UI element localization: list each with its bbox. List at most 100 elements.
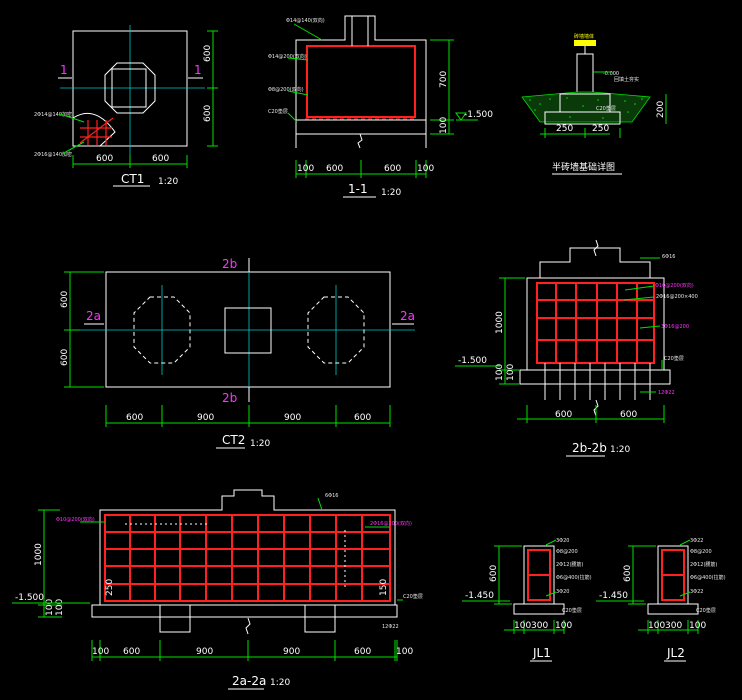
s2b-dim-v-base-2: 100: [506, 364, 516, 381]
ct2-outline: [105, 271, 391, 388]
jl2-dim-h-3: 100: [689, 621, 706, 631]
jl1-elevation: -1.450: [465, 591, 494, 601]
s2b-dim-h-2: 600: [620, 410, 637, 420]
jl1-note-2: Φ8@200: [556, 549, 578, 555]
ct1-dim-v-1: 600: [203, 45, 213, 62]
s11-cushion: [295, 119, 427, 135]
ct2-mark-a-right: 2a: [400, 309, 415, 323]
ct2-dim-h-2: 900: [197, 413, 214, 423]
s11-note-3: Φ8@200(双向): [268, 86, 304, 93]
s2b-outline: [526, 277, 665, 371]
section-2b-2b: 6Φ16 Φ10@200(双向) 2Φ16@200×400 3Φ16@200 C…: [455, 239, 698, 457]
s11-dim-h-1: 100: [297, 164, 314, 174]
ct2-dim-h-1: 600: [126, 413, 143, 423]
ct2-plan: 2b 2b 2a 2a 600 900 900 600 600 600 CT2 …: [60, 257, 415, 449]
jl1-cushion: [513, 603, 565, 615]
s2a-dim-h-3: 900: [196, 647, 213, 657]
ct1-column: [111, 68, 147, 108]
s2a-dim-v: 1000: [34, 543, 44, 566]
s2b-note-4: 3Φ16@200: [661, 324, 689, 330]
detail-note-2: -0.000: [603, 71, 619, 77]
s11-rebar-cage: [306, 45, 416, 118]
jl2-cushion: [647, 603, 699, 615]
ct2-dim-h-3: 900: [284, 413, 301, 423]
ct1-note-2: 2Φ16@140加密: [34, 151, 72, 158]
ct2-title: CT2: [222, 433, 245, 447]
ct1-dim-h-1: 600: [96, 154, 113, 164]
section-2a-2a: 6Φ16 Φ10@200(双向) 2Φ16@200(双向) C20垫层 12Φ2…: [12, 489, 423, 690]
section-1-1: Φ14@140(双向) Φ14@200(双向) Φ8@200(双向) C20垫层…: [268, 15, 493, 198]
detail-dim-1: 250: [556, 124, 573, 134]
jl1-title: JL1: [532, 646, 551, 660]
s11-dim-v-height: 700: [439, 71, 449, 88]
s2b-elevation: -1.500: [458, 356, 487, 366]
s2a-note-1: 6Φ16: [325, 493, 338, 499]
s2a-note-7: 150: [379, 579, 389, 596]
detail-wall: [576, 53, 594, 95]
s2b-note-3: 2Φ16@200×400: [656, 294, 698, 300]
s11-dim-h-2: 600: [326, 164, 343, 174]
s2b-note-2: Φ10@200(双向): [655, 282, 694, 289]
s2b-note-5: C20垫层: [664, 355, 684, 362]
detail-footing: [559, 93, 611, 113]
ct1-break-line: [72, 112, 116, 147]
jl1-note-6: C20垫层: [562, 607, 582, 614]
s2a-dim-h-5: 600: [354, 647, 371, 657]
ct1-pile-outline: [104, 62, 156, 114]
jl1-note-4: Φ6@400(拉筋): [556, 574, 592, 581]
detail-dim-3: 200: [656, 101, 666, 118]
s11-note-1: Φ14@140(双向): [286, 17, 325, 24]
jl1-dim-h-3: 100: [555, 621, 572, 631]
jl2-dim-h-1: 100: [648, 621, 665, 631]
s2b-rebar-grid: [537, 283, 654, 363]
jl2-dim-v: 600: [623, 565, 633, 582]
ct1-title: CT1: [121, 172, 144, 186]
jl1-note-1: 3Φ20: [556, 538, 569, 544]
jl2-note-2: Φ8@200: [690, 549, 712, 555]
ct1-dim-v-2: 600: [203, 105, 213, 122]
ct2-dim-v-1: 600: [60, 291, 70, 308]
s2a-note-4: C20垫层: [403, 593, 423, 600]
s2a-cushion: [91, 604, 398, 618]
ct2-mark-a-left: 2a: [86, 309, 101, 323]
s2b-pile-bars: [544, 363, 651, 400]
s2b-dim-v-base-1: 100: [495, 364, 505, 381]
s11-dim-h-4: 100: [417, 164, 434, 174]
detail-note-1: 砖墙墙体: [574, 33, 594, 40]
jl2-note-5: 3Φ22: [690, 589, 703, 595]
detail-top-marker: [574, 40, 596, 46]
s2a-note-3: 2Φ16@200(双向): [370, 520, 412, 527]
wall-footing-detail: 砖墙墙体 -0.000 C20垫层 回填土夯实 250 250 200 半砖墙基…: [521, 33, 667, 175]
detail-soil-hatch: [529, 97, 643, 119]
jl1-dim-v: 600: [489, 565, 499, 582]
jl1-dim-h-2: 300: [531, 621, 548, 631]
s2a-dim-h-1: 100: [92, 647, 109, 657]
jl2-title: JL2: [666, 646, 685, 660]
jl2-note-4: Φ6@400(拉筋): [690, 574, 726, 581]
s11-dim-v-base: 100: [439, 117, 449, 134]
detail-note-3: C20垫层: [596, 105, 616, 112]
s2a-dim-h-2: 600: [123, 647, 140, 657]
s2a-dim-v-base-2: 100: [55, 599, 65, 616]
detail-dim-2: 250: [592, 124, 609, 134]
beam-jl1: 3Φ20 Φ8@200 2Φ12(腰筋) Φ6@400(拉筋) 3Φ20 C20…: [462, 538, 592, 662]
ct1-dim-h-2: 600: [152, 154, 169, 164]
s2a-dim-h-4: 900: [283, 647, 300, 657]
s2a-note-5: 12Φ22: [382, 624, 399, 630]
s2b-dim-v: 1000: [495, 311, 505, 334]
jl2-dim-h-2: 300: [665, 621, 682, 631]
s2b-note-1: 6Φ16: [662, 254, 675, 260]
ct2-dim-v-2: 600: [60, 349, 70, 366]
ct2-mark-b-bottom: 2b: [222, 391, 237, 405]
s2b-scale: 1:20: [610, 445, 630, 455]
s11-elevation: -1.500: [464, 110, 493, 120]
s11-note-2: Φ14@200(双向): [268, 53, 307, 60]
s11-note-4: C20垫层: [268, 108, 288, 115]
s2a-elevation: -1.500: [15, 593, 44, 603]
s2a-title: 2a-2a: [232, 674, 266, 688]
ct2-scale: 1:20: [250, 439, 270, 449]
s2a-stirrups: [125, 523, 346, 590]
s2a-dim-v-base-1: 100: [45, 599, 55, 616]
ct2-column: [224, 307, 272, 354]
